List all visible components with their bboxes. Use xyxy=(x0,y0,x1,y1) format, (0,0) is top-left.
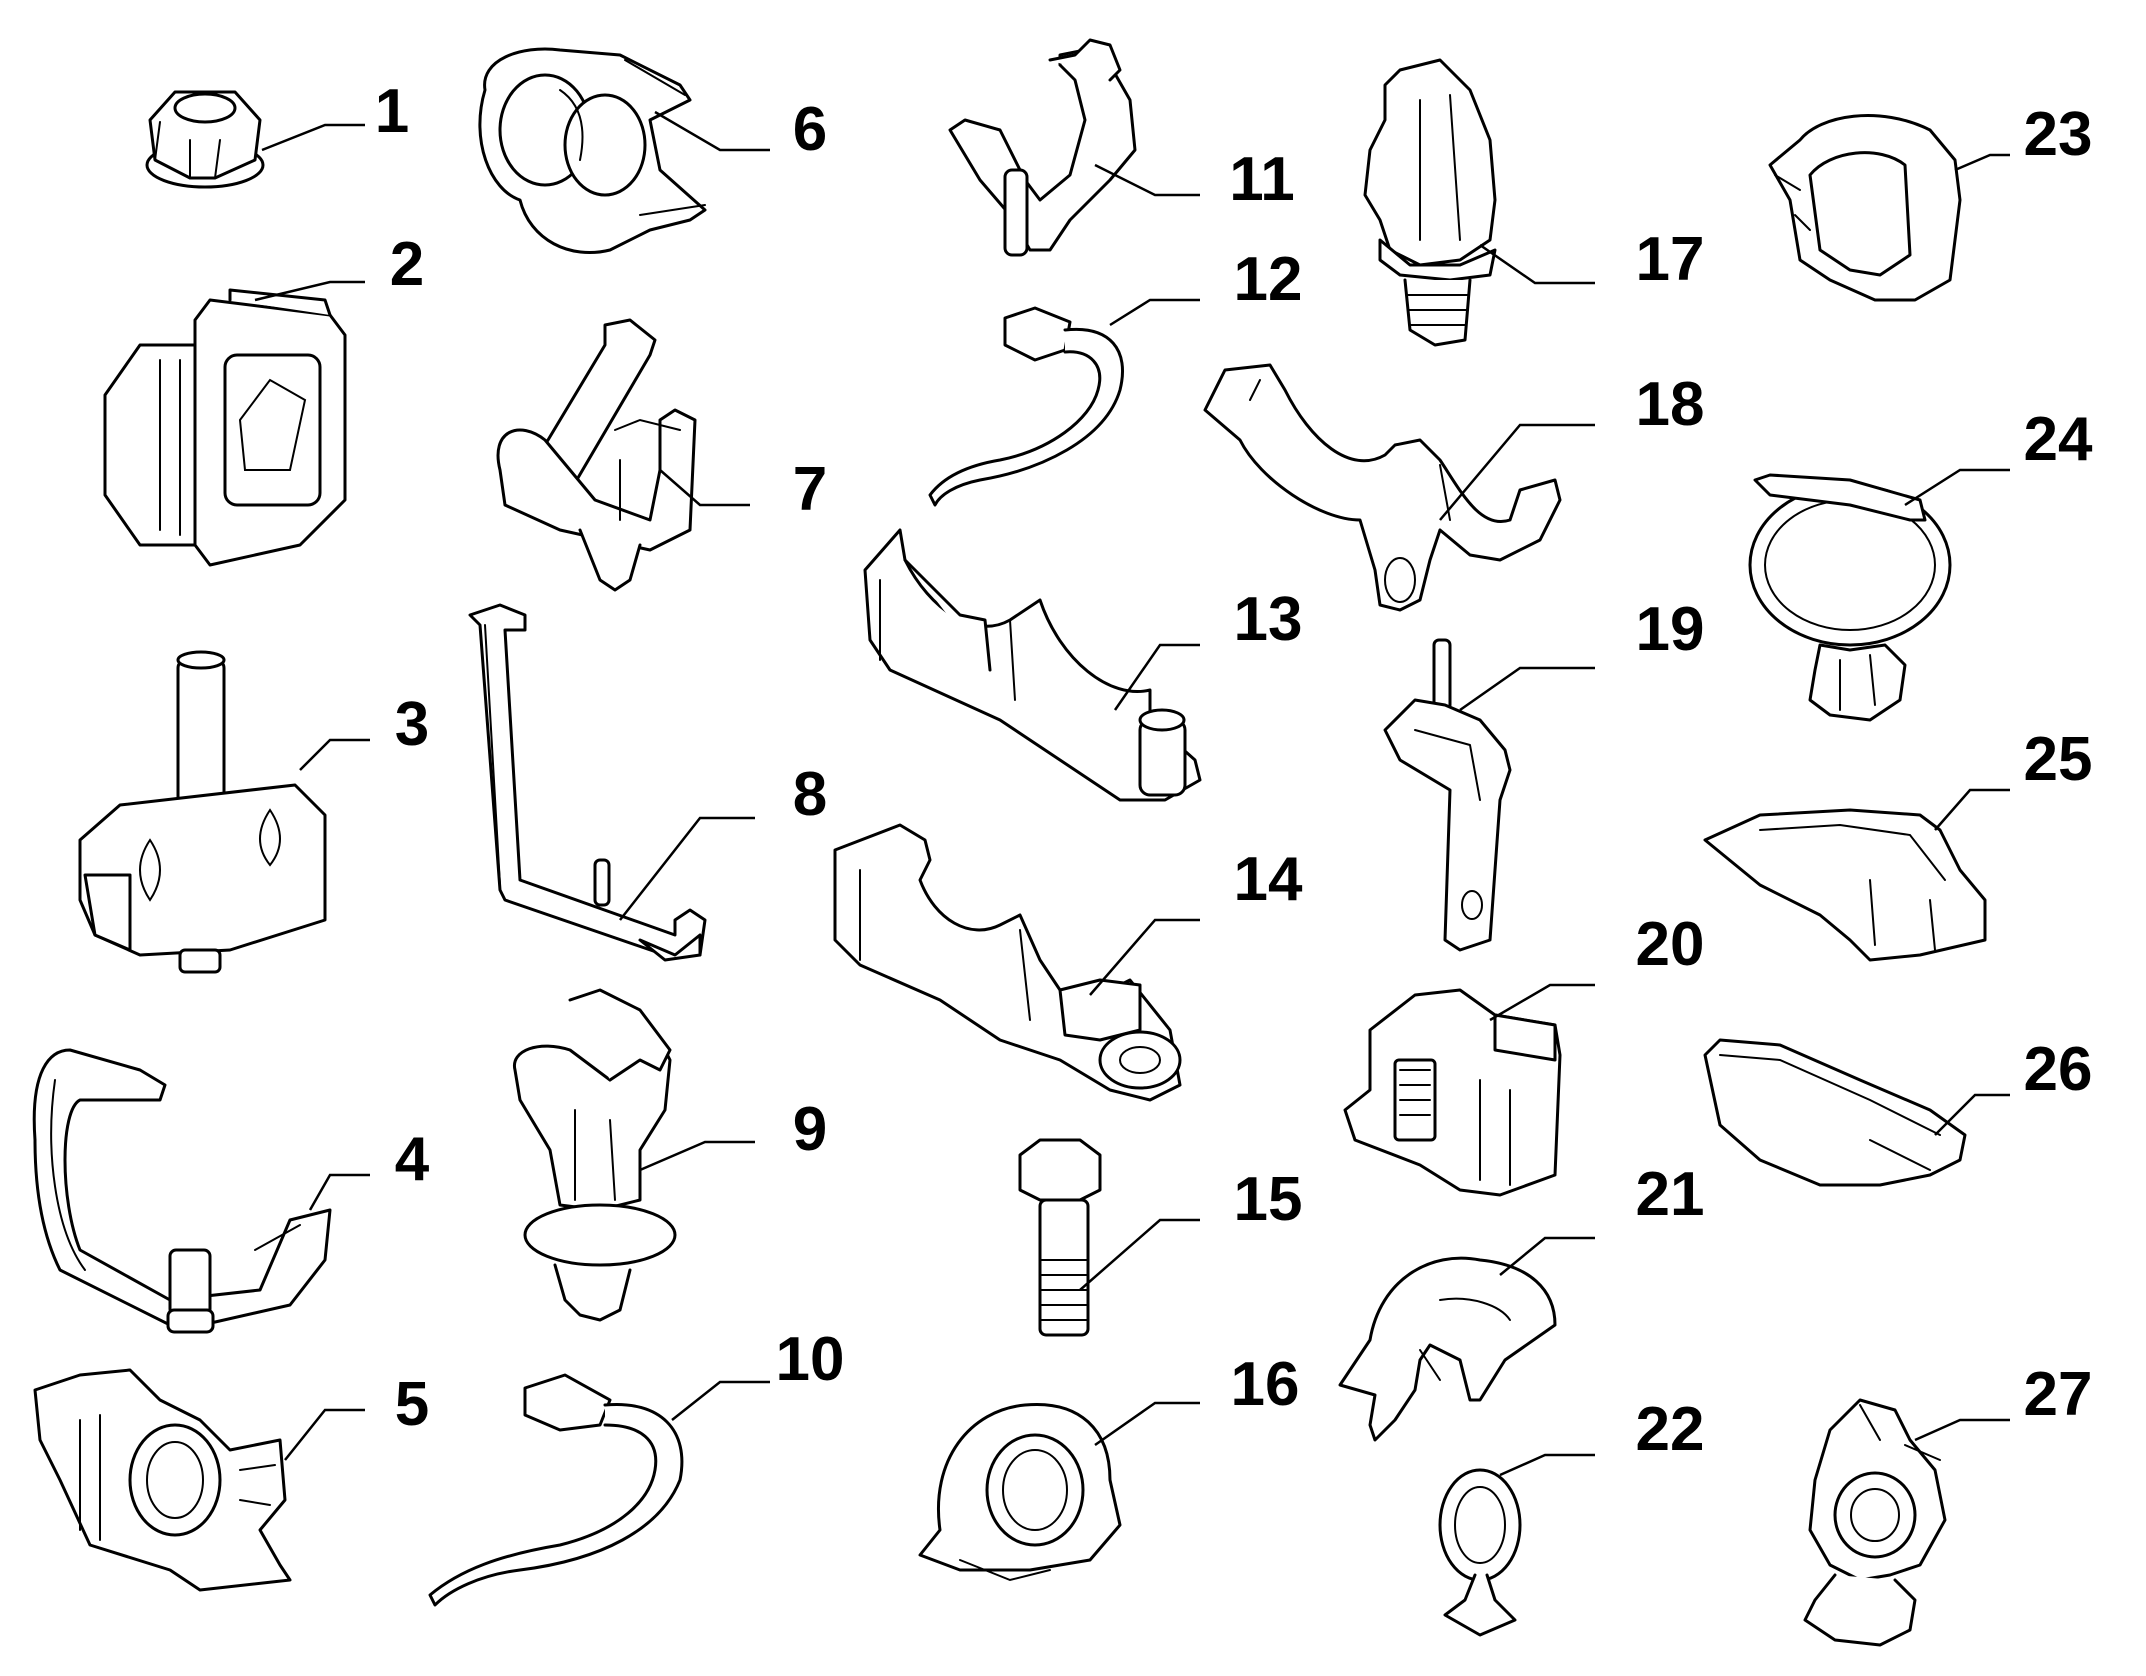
open-clip-icon xyxy=(1338,1256,1557,1442)
part-4: 4 xyxy=(32,1048,430,1334)
part-number: 10 xyxy=(776,1325,845,1394)
channel-lid-icon xyxy=(1703,1038,1967,1187)
part-number: 25 xyxy=(2024,725,2093,794)
double-ring-clamp-icon xyxy=(478,47,707,255)
part-1: 1 xyxy=(145,77,409,189)
part-21: 21 xyxy=(1338,1160,1705,1442)
part-6: 6 xyxy=(478,47,827,255)
part-16: 16 xyxy=(918,1350,1300,1582)
y-pipe-clip-icon xyxy=(948,38,1137,257)
saddle-bracket-with-eye-icon xyxy=(833,823,1182,1102)
d-shaped-grommet-icon xyxy=(1768,114,1962,302)
part-23: 23 xyxy=(1768,100,2093,302)
part-number: 23 xyxy=(2024,100,2093,169)
part-15: 15 xyxy=(1018,1138,1303,1337)
strap-clip-with-hook-icon xyxy=(1748,473,1952,722)
part-22: 22 xyxy=(1438,1395,1705,1637)
part-2: 2 xyxy=(103,230,424,567)
part-3: 3 xyxy=(78,650,429,974)
saddle-clip-with-loop-icon xyxy=(1203,363,1562,612)
part-19: 19 xyxy=(1383,595,1705,952)
part-number: 18 xyxy=(1636,370,1705,439)
part-13: 13 xyxy=(863,528,1303,802)
u-channel-push-clip-icon xyxy=(496,318,697,592)
part-number: 13 xyxy=(1234,585,1303,654)
multi-pipe-clip-icon xyxy=(1803,1398,1947,1647)
part-20: 20 xyxy=(1343,910,1705,1197)
part-number: 6 xyxy=(793,95,827,164)
part-number: 26 xyxy=(2024,1035,2093,1104)
fork-push-clip-icon xyxy=(513,988,677,1322)
double-saddle-bracket-icon xyxy=(863,528,1202,802)
part-number: 24 xyxy=(2024,405,2093,474)
part-number: 3 xyxy=(395,690,429,759)
connector-holder-icon xyxy=(1343,988,1562,1197)
part-number: 19 xyxy=(1636,595,1705,664)
hex-bolt-icon xyxy=(1018,1138,1102,1337)
part-11: 11 xyxy=(948,38,1295,257)
part-number: 16 xyxy=(1231,1350,1300,1419)
pipe-holder-clip-icon xyxy=(33,1368,292,1592)
part-7: 7 xyxy=(496,318,827,592)
part-number: 20 xyxy=(1636,910,1705,979)
part-5: 5 xyxy=(33,1368,429,1592)
part-10: 10 xyxy=(428,1325,845,1607)
part-8: 8 xyxy=(468,603,827,962)
cable-channel-cover-icon xyxy=(1703,808,1987,962)
hex-flange-nut-icon xyxy=(145,90,265,189)
part-18: 18 xyxy=(1203,363,1705,612)
part-12: 12 xyxy=(928,245,1303,507)
stacked-clip-with-fir-tree-icon xyxy=(1363,58,1497,347)
stud-plate-bracket-icon xyxy=(1383,638,1512,952)
part-number: 17 xyxy=(1636,225,1705,294)
part-number: 21 xyxy=(1636,1160,1705,1229)
l-bracket-clip-icon xyxy=(468,603,707,962)
small-ring-clip-icon xyxy=(1438,1468,1522,1637)
part-number: 8 xyxy=(793,760,827,829)
part-9: 9 xyxy=(513,988,827,1322)
part-26: 26 xyxy=(1703,1035,2093,1187)
part-number: 12 xyxy=(1234,245,1303,314)
part-17: 17 xyxy=(1363,58,1705,347)
part-14: 14 xyxy=(833,823,1303,1102)
part-number: 15 xyxy=(1234,1165,1303,1234)
part-number: 2 xyxy=(390,230,424,299)
part-27: 27 xyxy=(1803,1360,2093,1647)
square-grommet-bracket-icon xyxy=(103,288,347,567)
part-number: 5 xyxy=(395,1370,429,1439)
part-number: 4 xyxy=(395,1125,430,1194)
cable-tie-icon xyxy=(428,1373,684,1607)
strap-bracket-clip-icon xyxy=(32,1048,332,1334)
part-number: 7 xyxy=(793,455,827,524)
double-pipe-clip-with-stud-icon xyxy=(78,650,327,974)
part-number: 11 xyxy=(1229,145,1295,214)
part-number: 9 xyxy=(793,1095,827,1164)
part-number: 22 xyxy=(1636,1395,1705,1464)
part-number: 27 xyxy=(2024,1360,2093,1429)
ring-clip-icon xyxy=(918,1402,1122,1582)
part-number: 14 xyxy=(1234,845,1303,914)
part-24: 24 xyxy=(1748,405,2093,722)
part-number: 1 xyxy=(375,77,409,146)
part-25: 25 xyxy=(1703,725,2093,962)
small-cable-tie-icon xyxy=(928,306,1125,507)
